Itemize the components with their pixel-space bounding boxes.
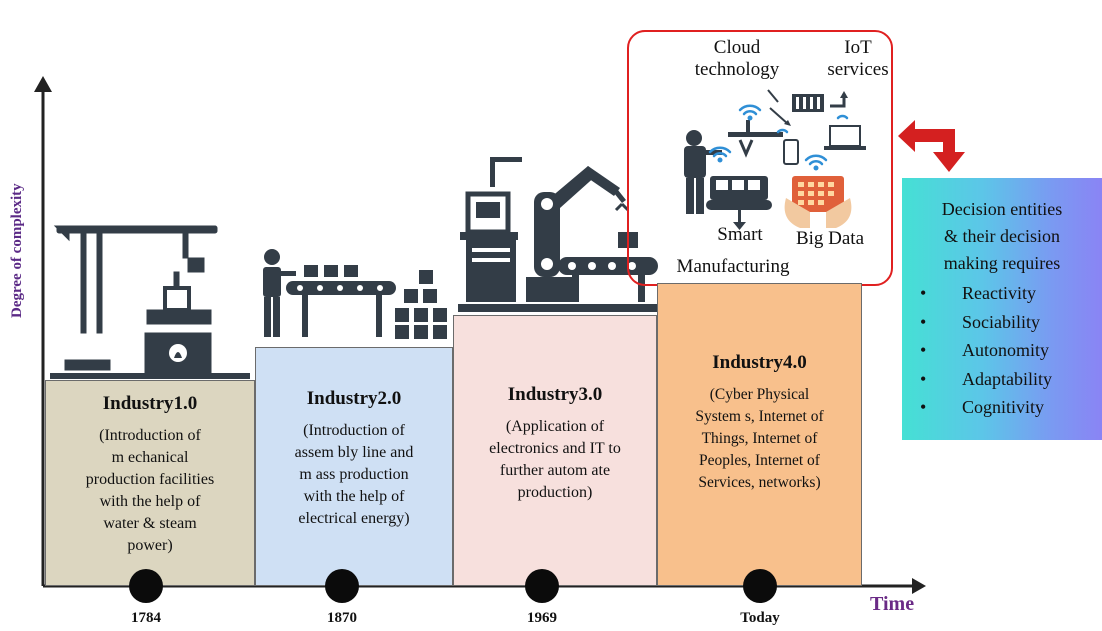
y-axis-label: Degree of complexity [9, 183, 25, 318]
cloud-label-line2: technology [694, 59, 780, 80]
desc-line: production) [517, 484, 593, 501]
year-label-1784: 1784 [131, 610, 161, 626]
requirement-label: Sociability [962, 311, 1040, 332]
desc-line: m ass production [299, 466, 409, 483]
industry2-box: Industry2.0 (Introduction of assem bly l… [255, 347, 453, 586]
industry2-title: Industry2.0 [306, 388, 402, 409]
decision-heading-line3: making requires [943, 253, 1061, 273]
desc-line: System s, Internet of [695, 408, 824, 425]
desc-line: water & steam [103, 515, 197, 532]
bullet: • [920, 397, 927, 417]
cloud-technology-label: Cloud technology [672, 37, 802, 81]
x-axis-arrowhead [912, 578, 926, 594]
cloud-label-line1: Cloud [713, 37, 761, 58]
decision-requirements-panel: Decision entities & their decision makin… [902, 178, 1102, 440]
desc-line: power) [127, 537, 173, 554]
desc-line: with the help of [99, 493, 201, 510]
industry1-box: Industry1.0 (Introduction of m echanical… [45, 380, 255, 586]
industry4-description: (Cyber Physical System s, Internet of Th… [658, 384, 861, 494]
iot-label-line1: IoT [844, 37, 872, 58]
industry3-illustration [458, 157, 658, 312]
iot-services-label: IoT services [806, 37, 910, 81]
red-arrow-icon [898, 120, 965, 172]
timeline-dot-today [743, 569, 777, 603]
industry3-title: Industry3.0 [507, 384, 603, 405]
bullet: • [920, 283, 927, 303]
year-label-1969: 1969 [527, 610, 557, 626]
desc-line: assem bly line and [294, 444, 414, 461]
decision-heading: Decision entities & their decision makin… [902, 196, 1102, 277]
timeline-dot-1870 [325, 569, 359, 603]
requirement-item: • Autonomity [902, 336, 1102, 365]
industry3-box: Industry3.0 (Application of electronics … [453, 315, 657, 586]
industry4-box: Industry4.0 (Cyber Physical System s, In… [657, 283, 862, 586]
iot-label-line2: services [827, 59, 889, 80]
big-data-label: Big Data [795, 228, 865, 249]
desc-line: Things, Internet of [701, 430, 818, 447]
y-axis-arrowhead [34, 76, 52, 92]
desc-line: further autom ate [499, 462, 611, 479]
desc-line: production facilities [85, 471, 215, 488]
decision-heading-line2: & their decision [944, 226, 1060, 246]
requirement-item: • Cognitivity [902, 393, 1102, 422]
bullet: • [920, 311, 927, 332]
desc-line: electronics and IT to [489, 440, 621, 457]
requirement-item: • Sociability [902, 308, 1102, 337]
decision-requirements-list: • Reactivity • Sociability • Autonomity • Ad… [902, 279, 1102, 422]
requirement-item: • Reactivity [902, 279, 1102, 308]
desc-line: (Cyber Physical [709, 386, 810, 403]
bullet: • [920, 340, 927, 360]
requirement-item: • Adaptability [902, 365, 1102, 394]
industry1-description: (Introduction of m echanical production … [46, 425, 254, 557]
year-label-today: Today [740, 610, 780, 626]
manufacturing-label: Manufacturing [676, 256, 790, 277]
desc-line: m echanical [111, 449, 189, 466]
industry4-title: Industry4.0 [712, 352, 807, 373]
bullet: • [920, 368, 927, 389]
x-axis-label: Time [870, 593, 915, 615]
desc-line: Services, networks) [698, 474, 821, 491]
year-label-1870: 1870 [327, 610, 357, 626]
desc-line: with the help of [303, 488, 405, 505]
requirement-label: Reactivity [962, 283, 1036, 303]
industry3-description: (Application of electronics and IT to fu… [454, 416, 656, 504]
requirement-label: Autonomity [962, 340, 1050, 360]
industry1-title: Industry1.0 [102, 393, 198, 414]
industry1-illustration [50, 225, 250, 379]
industry4-illustration [684, 89, 866, 230]
decision-heading-line1: Decision entities [941, 199, 1063, 219]
industry2-description: (Introduction of assem bly line and m as… [256, 420, 452, 530]
requirement-label: Adaptability [962, 368, 1052, 389]
desc-line: electrical energy) [298, 510, 410, 527]
industry2-illustration [263, 249, 447, 339]
desc-line: (Introduction of [303, 422, 405, 439]
desc-line: Peoples, Internet of [699, 452, 820, 469]
smart-label: Smart [717, 224, 763, 245]
timeline-dot-1784 [129, 569, 163, 603]
requirement-label: Cognitivity [962, 397, 1045, 417]
desc-line: (Introduction of [99, 427, 201, 444]
desc-line: (Application of [505, 418, 605, 435]
timeline-dot-1969 [525, 569, 559, 603]
